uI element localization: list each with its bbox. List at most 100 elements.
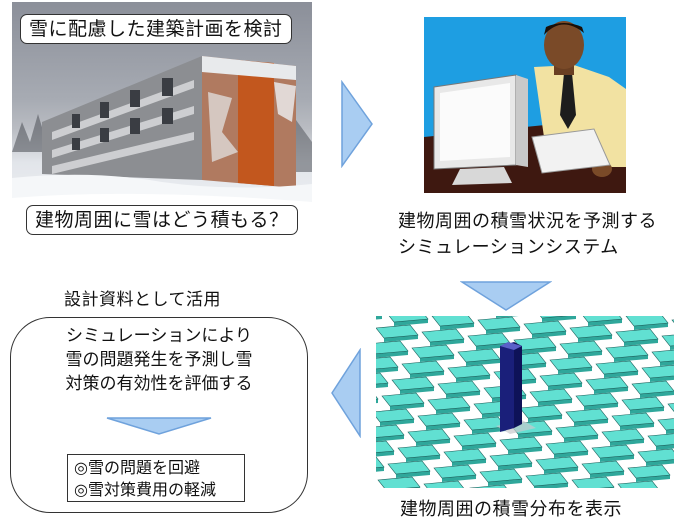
snow-tile-side [666,429,674,434]
snow-tile-side [380,419,414,426]
snow-tile [387,460,431,475]
simulation-caption-line2: シミュレーションシステム [398,237,619,258]
snow-tile [376,408,415,423]
snow-tile [581,460,625,475]
benefit-avoid-problems: ◎雪の問題を回避 [74,458,200,477]
snow-tile [469,484,507,488]
snow-tile-side [594,387,628,394]
snow-tile [661,334,674,347]
snow-tile-side [440,323,474,330]
snow-tile [591,444,635,459]
snow-tile [575,392,619,407]
snow-tile [376,372,389,385]
snow-tile [499,436,543,451]
snow-tile-side [390,403,424,410]
snow-tile [657,418,674,431]
snow-tile-side [376,435,404,442]
building-column-icon [496,342,536,434]
snow-tile-side [384,335,418,342]
snow-tile [523,320,567,335]
snow-tile-side [498,463,532,470]
simulation-user-illustration [424,17,626,193]
arrow-left-icon [331,348,361,438]
snow-tile-side [564,435,598,442]
snow-tile [631,380,674,395]
evaluation-line-1: シミュレーションにより [66,326,252,346]
snow-tile-side [466,359,500,366]
snow-tile [421,328,465,343]
snow-tile [443,448,487,463]
snow-tile-side [578,335,612,342]
snow-tile-side [538,399,572,406]
snow-tile-side [486,327,520,334]
snow-tile-side [590,471,624,478]
snow-tile [582,316,623,323]
snow-tile-side [532,331,566,338]
snow-tile [381,392,425,407]
snow-tile-side [528,415,562,422]
snow-tile [447,364,491,379]
snow-tile [617,480,658,488]
arrow-right-icon [341,80,373,168]
snow-tile [477,316,521,331]
snow-tile [571,476,615,488]
snow-tile-side [548,383,582,390]
snow-tile-side [442,475,476,482]
snow-tile [423,480,464,488]
snow-tile-side [640,391,674,398]
snow-tile [611,412,655,427]
snow-tile [417,412,461,427]
snow-tile-side [376,351,408,358]
snow-tile [637,448,674,463]
snow-tile [641,364,674,379]
snow-tile-side [376,399,378,404]
snow-tile [376,456,385,469]
evaluation-box: シミュレーションにより 雪の問題発生を予測し雪 対策の有効性を評価する ◎雪の問… [10,317,308,513]
person-at-computer-icon [424,21,626,193]
snow-tile-side [426,423,460,430]
snow-tile [625,316,669,327]
snow-tile-side [670,345,674,350]
arrow-down-icon [460,281,552,311]
snow-tile-side [376,316,382,320]
snow-tile-side [462,443,496,450]
snow-tile-side [636,475,670,482]
snow-tile-side [604,371,638,378]
snow-tile-grid [376,316,674,488]
snow-tile [535,456,579,471]
snow-tile-side [522,347,556,354]
snow-tile [376,440,395,453]
snow-tile-side [394,319,428,326]
arrow-down-small-icon [106,417,212,435]
snow-tile-side [476,343,510,350]
snow-tile [431,316,475,327]
design-caption: 設計資料として活用 [64,290,221,310]
snow-tile [549,356,593,371]
benefits-box: ◎雪の問題を回避 ◎雪対策費用の軽減 [67,454,245,502]
snow-tile [519,404,563,419]
snow-tile-side [456,375,490,382]
snow-tile [401,360,445,375]
snow-tile-side [630,407,664,414]
snow-tile-side [452,459,486,466]
snow-tile [391,376,435,391]
snow-tile [376,356,399,370]
snow-tile-side [588,319,622,326]
snow-tile [377,476,421,488]
simulation-caption-line1: 建物周囲の積雪状況を予測する [398,211,657,232]
snow-tile [397,444,441,459]
snow-tile-side [624,339,658,346]
building-photo: 雪に配慮した建築計画を検討 建物周囲に雪はどう積もる？ [12,2,312,245]
snow-tile [376,324,419,339]
snow-tile-side [410,371,444,378]
snow-tile [433,464,477,479]
snow-tile [595,360,639,375]
snow-tile-side [534,483,568,488]
snow-tile-side [508,447,542,454]
snow-tile-side [430,339,464,346]
snow-tile [525,472,569,487]
snow-tile-side [646,459,674,466]
snow-tile [671,319,674,323]
snow-tile-side [634,323,668,330]
snow-tile [555,424,599,439]
